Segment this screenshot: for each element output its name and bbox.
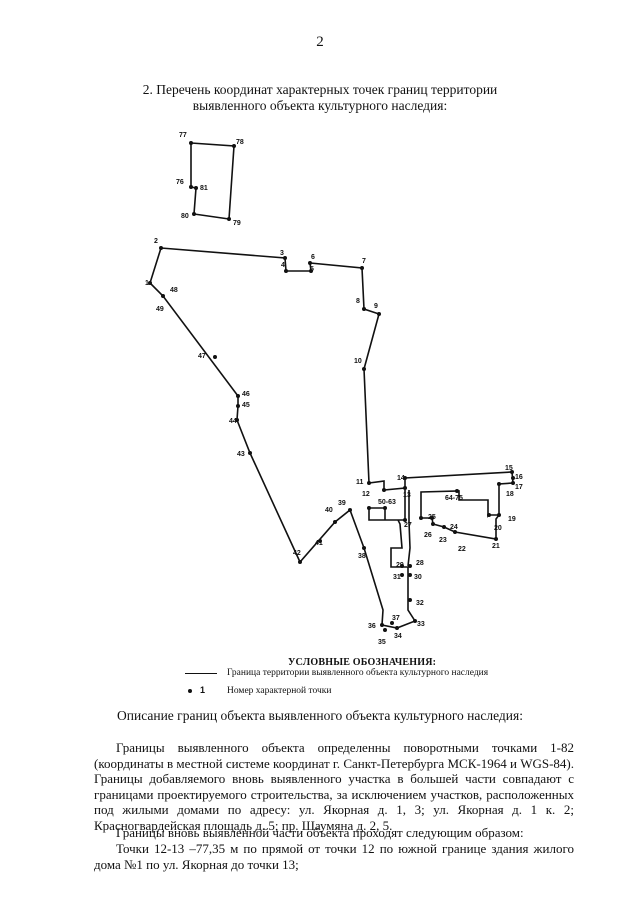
point-label: 49 (156, 306, 164, 313)
paragraph-boundaries: Границы выявленного объекта определенны … (94, 740, 574, 834)
legend-point-marker (188, 689, 192, 693)
point-label: 1 (145, 280, 149, 287)
legend-point-label: Номер характерной точки (227, 686, 332, 696)
point-label: 35 (378, 639, 386, 646)
paragraph-1: Границы выявленного объекта определенны … (94, 740, 574, 833)
point-label: 19 (508, 516, 516, 523)
point-labels: 7778768180792346571484989104746454443111… (145, 132, 523, 646)
boundary-line-main-south (149, 247, 417, 629)
point-label: 4 (281, 262, 285, 269)
point-label: 16 (515, 474, 523, 481)
point-label: 20 (494, 525, 502, 532)
paragraph-3: Точки 12-13 –77,35 м по прямой от точки … (94, 841, 574, 872)
point-label: 78 (236, 139, 244, 146)
point-label: 46 (242, 391, 250, 398)
point-label: 26 (424, 532, 432, 539)
point-label: 76 (176, 179, 184, 186)
point-label: 21 (492, 543, 500, 550)
point-label: 6 (311, 254, 315, 261)
point-label: 2 (154, 238, 158, 245)
boundary-line-inner (407, 490, 411, 567)
paragraph-points-12-13: Точки 12-13 –77,35 м по прямой от точки … (94, 841, 574, 872)
paragraph-2: Границы вновь выявленной части объекта п… (116, 825, 524, 840)
heading-line-1: 2. Перечень координат характерных точек … (142, 82, 498, 97)
section-heading: 2. Перечень координат характерных точек … (110, 82, 530, 114)
point-label: 13 (403, 492, 411, 499)
paragraph-boundaries-intro: Границы вновь выявленной части объекта п… (94, 825, 574, 841)
legend-title: УСЛОВНЫЕ ОБОЗНАЧЕНИЯ: (288, 657, 437, 668)
boundary-line-north-parcel (190, 142, 235, 220)
point-label: 25 (428, 514, 436, 521)
point-label: 23 (439, 537, 447, 544)
point-label: 50-63 (378, 499, 396, 506)
point-label: 18 (506, 491, 514, 498)
point-label: 42 (293, 550, 301, 557)
point-label: 22 (458, 546, 466, 553)
point-label: 37 (392, 615, 400, 622)
point-label: 41 (315, 540, 323, 547)
point-label: 36 (368, 623, 376, 630)
point-label: 3 (280, 250, 284, 257)
point-label: 79 (233, 220, 241, 227)
point-label: 14 (397, 475, 405, 482)
page-number: 2 (316, 34, 324, 50)
point-label: 29 (396, 562, 404, 569)
point-label: 47 (198, 353, 206, 360)
point-label: 81 (200, 185, 208, 192)
point-label: 7 (362, 258, 366, 265)
point-label: 30 (414, 574, 422, 581)
point-label: 10 (354, 358, 362, 365)
point-label: 31 (393, 574, 401, 581)
point-label: 32 (416, 600, 424, 607)
point-label: 9 (374, 303, 378, 310)
point-label: 40 (325, 507, 333, 514)
point-label: 80 (181, 213, 189, 220)
point-label: 12 (362, 491, 370, 498)
point-label: 17 (515, 484, 523, 491)
point-label: 27 (404, 522, 412, 529)
boundary-plan-diagram: 7778768180792346571484989104746454443111… (145, 132, 523, 646)
point-label: 34 (394, 633, 402, 640)
point-label: 45 (242, 402, 250, 409)
legend-boundary-line-sample (185, 673, 217, 674)
point-label: 48 (170, 287, 178, 294)
description-title: Описание границ объекта выявленного объе… (117, 708, 523, 723)
point-label: 8 (356, 298, 360, 305)
point-label: 5 (310, 266, 314, 273)
point-markers (148, 141, 515, 632)
point-label: 38 (358, 553, 366, 560)
point-label: 39 (338, 500, 346, 507)
point-label: 33 (417, 621, 425, 628)
point-label: 64-75 (445, 495, 463, 502)
legend-point-number: 1 (200, 685, 206, 695)
point-label: 24 (450, 524, 458, 531)
point-label: 44 (229, 418, 237, 425)
point-label: 28 (416, 560, 424, 567)
point-label: 11 (356, 479, 364, 486)
point-label: 15 (505, 465, 513, 472)
point-label: 43 (237, 451, 245, 458)
heading-line-2: выявленного объекта культурного наследия… (192, 98, 448, 113)
legend-boundary-label: Граница территории выявленного объекта к… (227, 668, 489, 678)
point-label: 77 (179, 132, 187, 139)
